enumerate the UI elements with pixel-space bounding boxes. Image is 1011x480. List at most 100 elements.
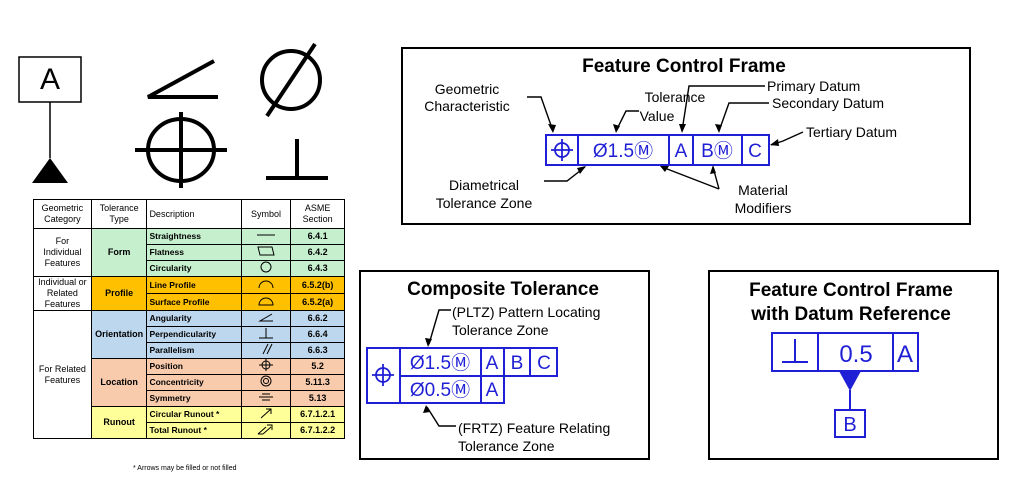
type-cell: Location bbox=[90, 358, 148, 407]
table-footnote: * Arrows may be filled or not filled bbox=[133, 465, 237, 472]
description-cell: Surface Profile bbox=[146, 293, 242, 311]
straightness-icon bbox=[240, 228, 292, 245]
description-cell: Concentricity bbox=[146, 374, 242, 391]
composite-row2-cell-a: A bbox=[486, 380, 499, 401]
section-cell: 6.4.1 bbox=[290, 228, 345, 245]
datum-triangle-icon bbox=[839, 371, 861, 391]
datum-letter: A bbox=[39, 63, 60, 96]
header-section: ASME Section bbox=[290, 199, 345, 229]
description-cell: Symmetry bbox=[146, 390, 242, 407]
description-cell: Straightness bbox=[146, 228, 242, 245]
composite-row1-value: Ø1.5Ⓜ bbox=[410, 352, 470, 374]
section-cell: 5.2 bbox=[290, 358, 345, 375]
fcf-cell-primary: A bbox=[675, 141, 688, 162]
label-primary: Primary Datum bbox=[767, 78, 860, 94]
label-frtz-line2: Tolerance Zone bbox=[458, 438, 555, 454]
diameter-icon bbox=[260, 42, 322, 118]
symmetry-icon bbox=[240, 390, 292, 407]
position-icon bbox=[135, 112, 227, 188]
section-cell: 6.7.1.2.2 bbox=[290, 422, 345, 439]
composite-tolerance-diagram: Composite Tolerance (PLTZ) Pattern Locat… bbox=[366, 279, 610, 454]
fcf-position-icon bbox=[551, 139, 573, 161]
composite-row1-cell-b: B bbox=[511, 353, 524, 374]
description-cell: Position bbox=[146, 358, 242, 375]
section-cell: 6.5.2(b) bbox=[290, 276, 345, 294]
label-tolerance-line2: Value bbox=[640, 108, 675, 124]
label-pltz-line1: (PLTZ) Pattern Locating bbox=[452, 304, 600, 320]
datum-ref-title-line2: with Datum Reference bbox=[750, 304, 951, 325]
label-diametrical-line2: Tolerance Zone bbox=[436, 195, 533, 211]
description-cell: Flatness bbox=[146, 244, 242, 261]
category-cell: Individual or Related Features bbox=[33, 276, 92, 311]
perpendicularity-icon bbox=[266, 139, 328, 180]
datum-ref-perpendicularity-icon bbox=[782, 339, 808, 363]
section-cell: 6.6.2 bbox=[290, 310, 345, 327]
fcf-title: Feature Control Frame bbox=[582, 56, 786, 77]
type-cell: Orientation bbox=[90, 310, 148, 359]
angularity-icon bbox=[147, 59, 218, 99]
description-cell: Circularity bbox=[146, 260, 242, 277]
header-category: Geometric Category bbox=[33, 199, 92, 229]
section-cell: 6.5.2(a) bbox=[290, 293, 345, 311]
datum-ref-value: 0.5 bbox=[839, 341, 872, 368]
label-modifiers-line1: Material bbox=[738, 182, 788, 198]
fcf-cell-tertiary: C bbox=[748, 141, 762, 162]
header-type: Tolerance Type bbox=[90, 199, 148, 229]
flatness-icon bbox=[240, 244, 292, 261]
feature-control-frame-diagram: Feature Control Frame Geometric Characte… bbox=[424, 56, 897, 216]
datum-reference-diagram: Feature Control Frame with Datum Referen… bbox=[749, 280, 953, 438]
composite-row1-cell-c: C bbox=[537, 353, 551, 374]
type-cell: Form bbox=[90, 228, 148, 277]
perpendicularity-icon bbox=[240, 326, 292, 343]
composite-title: Composite Tolerance bbox=[407, 279, 599, 300]
description-cell: Parallelism bbox=[146, 342, 242, 359]
description-cell: Circular Runout * bbox=[146, 406, 242, 423]
datum-feature-letter: B bbox=[843, 414, 856, 436]
type-cell: Profile bbox=[90, 276, 148, 311]
composite-position-icon bbox=[372, 364, 394, 386]
section-cell: 6.6.3 bbox=[290, 342, 345, 359]
line-profile-icon bbox=[240, 276, 292, 294]
circular-runout-icon bbox=[240, 406, 292, 423]
label-secondary: Secondary Datum bbox=[772, 95, 884, 111]
surface-profile-icon bbox=[240, 293, 292, 311]
position-icon bbox=[240, 358, 292, 375]
total-runout-icon bbox=[240, 422, 292, 439]
datum-ref-datum: A bbox=[897, 341, 913, 368]
description-cell: Total Runout * bbox=[146, 422, 242, 439]
fcf-value: Ø1.5Ⓜ bbox=[593, 140, 653, 162]
label-pltz-line2: Tolerance Zone bbox=[452, 322, 549, 338]
label-frtz-line1: (FRTZ) Feature Relating bbox=[458, 420, 610, 436]
fcf-cell-secondary: BⓂ bbox=[701, 140, 733, 162]
gdt-symbols-table: Geometric Category Tolerance Type Descri… bbox=[33, 199, 345, 439]
label-diametrical-line1: Diametrical bbox=[449, 177, 519, 193]
label-tolerance-line1: Tolerance bbox=[645, 89, 706, 105]
label-tertiary: Tertiary Datum bbox=[806, 124, 897, 140]
label-geometric-line2: Characteristic bbox=[424, 98, 510, 114]
datum-ref-title-line1: Feature Control Frame bbox=[749, 280, 953, 301]
section-cell: 6.4.3 bbox=[290, 260, 345, 277]
section-cell: 6.7.1.2.1 bbox=[290, 406, 345, 423]
header-symbol: Symbol bbox=[240, 199, 292, 229]
category-cell: For Individual Features bbox=[33, 228, 92, 277]
circularity-icon bbox=[240, 260, 292, 277]
type-cell: Runout bbox=[90, 406, 148, 439]
parallelism-icon bbox=[240, 342, 292, 359]
datum-feature-symbol: A bbox=[17, 55, 87, 185]
label-geometric-line1: Geometric bbox=[435, 81, 500, 97]
description-cell: Line Profile bbox=[146, 276, 242, 294]
label-modifiers-line2: Modifiers bbox=[735, 200, 792, 216]
description-cell: Angularity bbox=[146, 310, 242, 327]
composite-row1-cell-a: A bbox=[486, 353, 499, 374]
description-cell: Perpendicularity bbox=[146, 326, 242, 343]
category-cell: For Related Features bbox=[33, 310, 92, 439]
angularity-icon bbox=[240, 310, 292, 327]
composite-row2-value: Ø0.5Ⓜ bbox=[410, 379, 470, 401]
section-cell: 5.13 bbox=[290, 390, 345, 407]
section-cell: 6.6.4 bbox=[290, 326, 345, 343]
section-cell: 5.11.3 bbox=[290, 374, 345, 391]
section-cell: 6.4.2 bbox=[290, 244, 345, 261]
datum-triangle-icon bbox=[18, 56, 82, 183]
concentricity-icon bbox=[240, 374, 292, 391]
header-description: Description bbox=[146, 199, 242, 229]
